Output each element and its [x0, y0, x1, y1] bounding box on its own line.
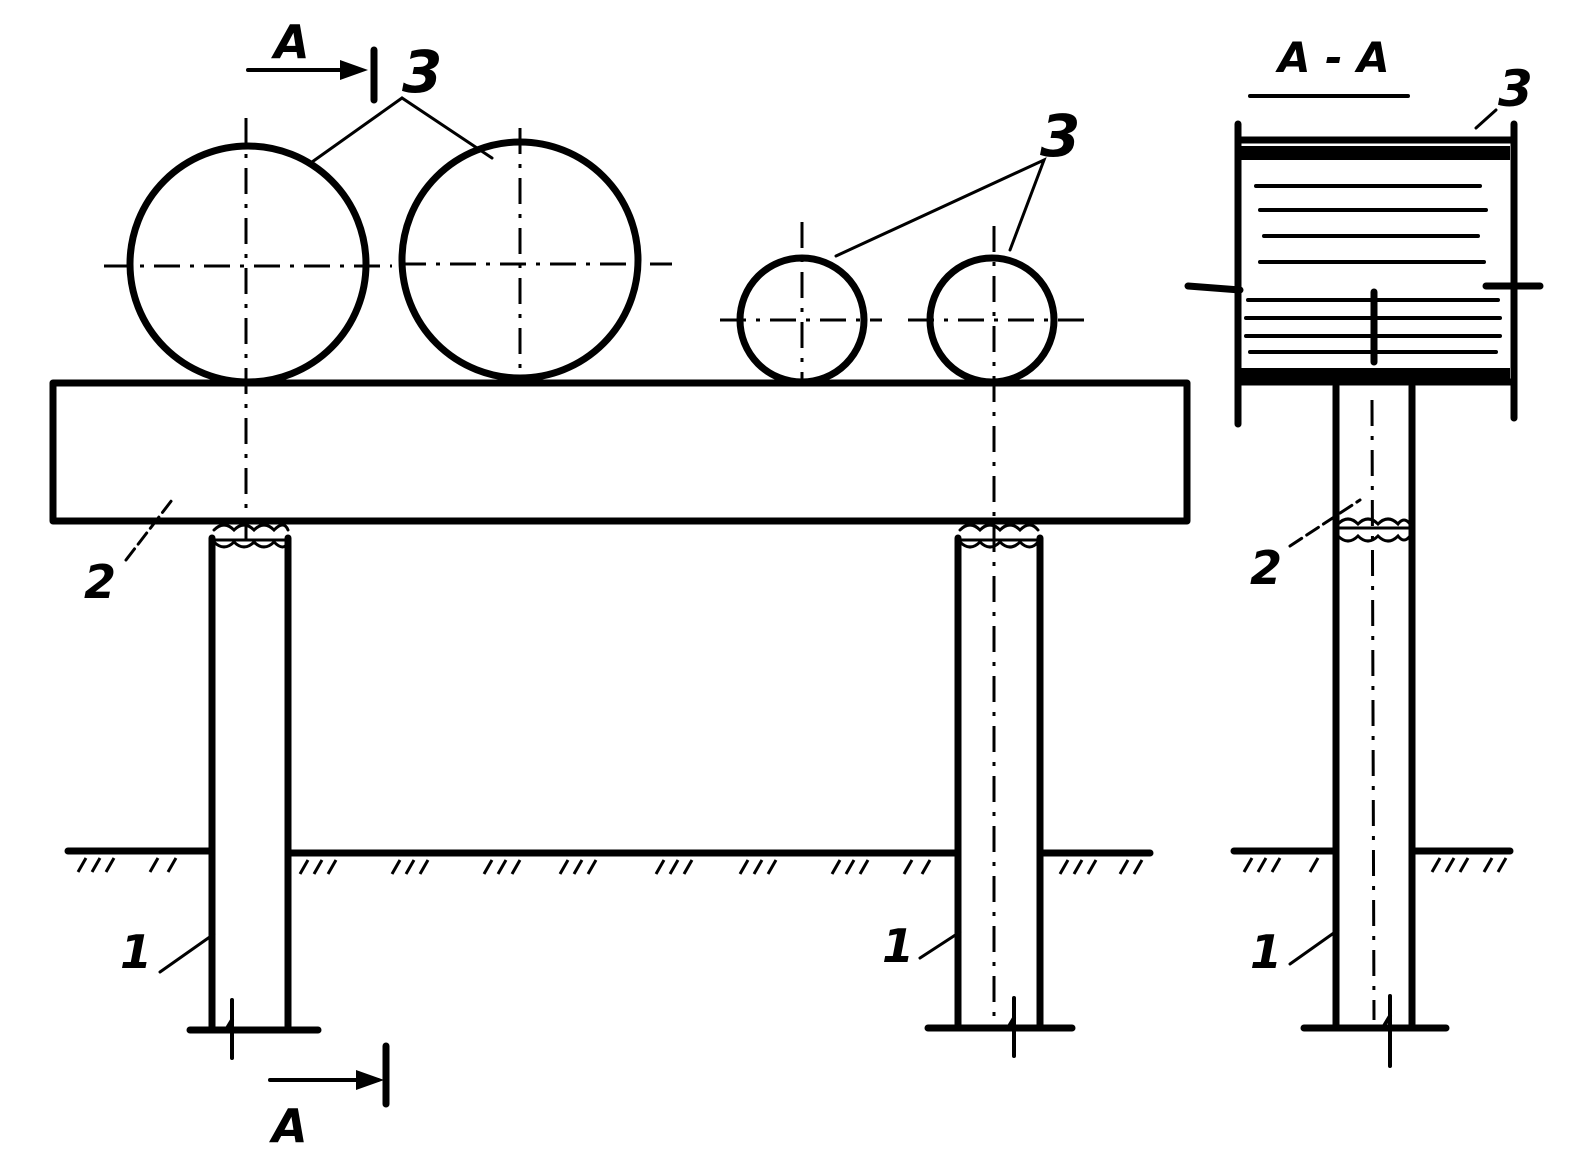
post-left [186, 523, 322, 1060]
label-post-right: 1 [882, 919, 914, 973]
post-section [1300, 382, 1450, 1068]
label-section-top: A [271, 15, 310, 69]
crossbar-section [1184, 120, 1544, 428]
leader-post-left [158, 932, 216, 974]
section-marker-top [246, 46, 378, 104]
leader-post-right [918, 930, 962, 960]
ground-line-front [64, 847, 1154, 875]
section-marker-bottom [268, 1042, 390, 1108]
crossbar-beam [49, 379, 1191, 525]
label-pipe-small: 3 [1040, 102, 1080, 170]
ground-line-section [1230, 847, 1514, 873]
leader-crossbar-section [1288, 498, 1362, 548]
label-crossbar-front: 2 [84, 555, 116, 609]
leader-pipe-small [834, 157, 1047, 258]
label-section-bottom: A [269, 1099, 308, 1153]
label-post-left: 1 [120, 925, 152, 979]
leader-pipe-section [1474, 108, 1498, 130]
label-pipe-large: 3 [402, 38, 442, 106]
leader-crossbar-front [124, 498, 174, 562]
large-pipe-left [104, 118, 392, 540]
small-pipe-right [908, 226, 1088, 1030]
large-pipe-right [398, 128, 672, 382]
section-view: A - A [1184, 33, 1544, 1068]
label-post-section: 1 [1250, 925, 1282, 979]
post-right [924, 523, 1076, 1058]
small-pipe-left [720, 222, 882, 386]
label-crossbar-section: 2 [1250, 541, 1282, 595]
section-title: A - A [1275, 33, 1390, 82]
leader-pipe-large [310, 96, 494, 164]
leader-post-section [1288, 928, 1340, 966]
label-pipe-section: 3 [1498, 60, 1533, 118]
front-view: A A 3 3 2 1 1 [49, 15, 1191, 1153]
